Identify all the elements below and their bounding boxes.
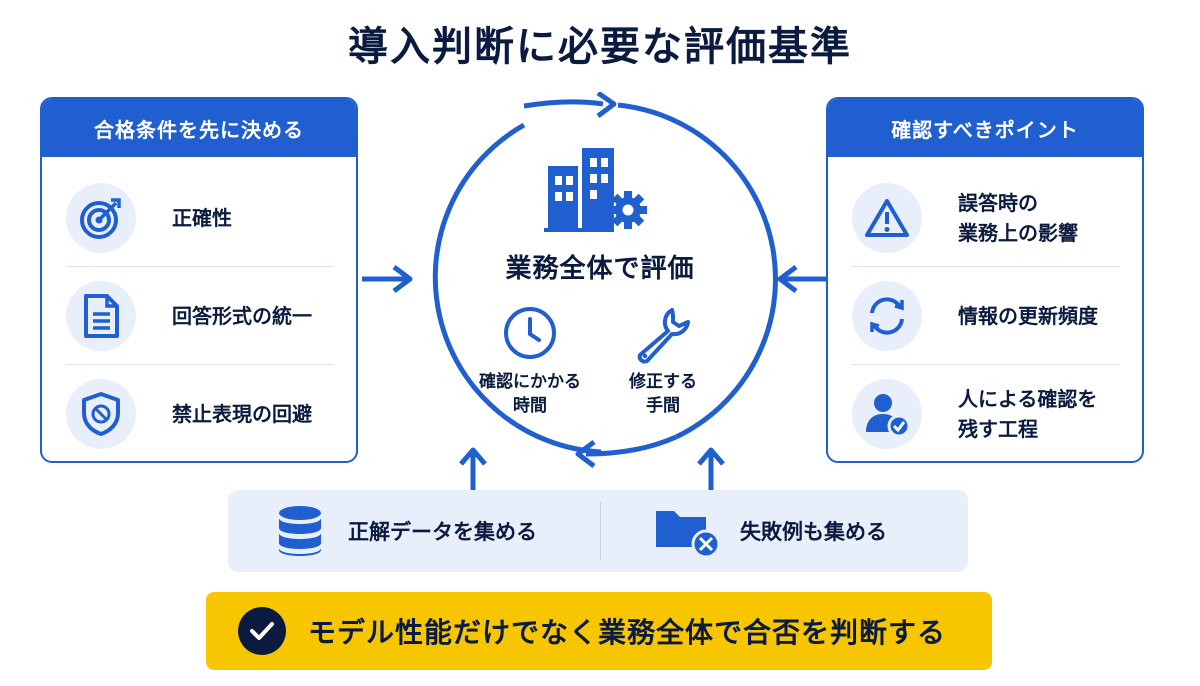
arrow-up-icon: [459, 447, 487, 490]
cycle-arc-left: [432, 122, 602, 455]
checkpoint-item-impact: 誤答時の 業務上の影響: [852, 169, 1120, 267]
checkpoint-item-update: 情報の更新頻度: [852, 267, 1120, 365]
collect-correct-data-label: 正解データを集める: [348, 520, 537, 544]
criteria-panel-header: 合格条件を先に決める: [42, 99, 356, 157]
evaluation-cycle: [432, 92, 778, 468]
criteria-item-format: 回答形式の統一: [66, 267, 334, 365]
divider: [600, 502, 601, 560]
criteria-item-prohibited: 禁止表現の回避: [66, 365, 334, 461]
center-sub-time: 確認にかかる 時間: [479, 372, 581, 416]
cycle-arrowhead-bottom: [575, 440, 596, 468]
document-icon: [66, 281, 136, 351]
data-collection-bar: 正解データを集める 失敗例も集める: [228, 490, 968, 572]
checkpoint-item-label: 情報の更新頻度: [958, 304, 1098, 328]
check-circle-icon: [238, 607, 286, 655]
divider: [852, 266, 1120, 267]
criteria-item-label: 回答形式の統一: [172, 304, 312, 328]
page-title: 導入判断に必要な評価基準: [348, 24, 852, 70]
clock-icon: [504, 307, 556, 359]
target-icon: [66, 183, 136, 253]
folder-x-icon: [656, 511, 720, 559]
arrow-right-icon: [362, 265, 413, 293]
conclusion-label: モデル性能だけでなく業務全体で合否を判断する: [308, 616, 947, 649]
checkpoints-panel-header: 確認すべきポイント: [828, 99, 1142, 157]
refresh-icon: [852, 281, 922, 351]
building-gear-icon: [544, 148, 647, 232]
checkpoint-item-human-review: 人による確認を 残す工程: [852, 365, 1120, 461]
criteria-panel: 合格条件を先に決める 正確性 回答形式の統一: [40, 97, 358, 463]
cycle-arc-right: [617, 102, 778, 440]
center-title: 業務全体で評価: [505, 254, 695, 284]
checkpoint-item-label: 人による確認を 残す工程: [958, 387, 1098, 441]
divider: [66, 364, 334, 365]
divider: [852, 364, 1120, 365]
arrow-up-icon: [697, 447, 725, 490]
cycle-arrowhead-top: [596, 92, 617, 118]
wrench-icon: [637, 308, 690, 364]
collect-correct-data: 正解データを集める: [276, 490, 537, 572]
arrow-left-icon: [777, 265, 826, 293]
divider: [66, 266, 334, 267]
center-sub-effort: 修正する 手間: [629, 372, 697, 416]
checkpoints-panel: 確認すべきポイント 誤答時の 業務上の影響 情報の更新頻度: [826, 97, 1144, 463]
warning-icon: [852, 183, 922, 253]
user-check-icon: [852, 379, 922, 449]
collect-failure-cases: 失敗例も集める: [654, 490, 887, 572]
database-icon: [279, 506, 321, 556]
conclusion-banner: モデル性能だけでなく業務全体で合否を判断する: [206, 592, 992, 670]
criteria-item-label: 禁止表現の回避: [172, 402, 312, 426]
checkpoint-item-label: 誤答時の 業務上の影響: [958, 191, 1078, 245]
criteria-item-label: 正確性: [172, 206, 232, 230]
criteria-item-accuracy: 正確性: [66, 169, 334, 267]
collect-failure-cases-label: 失敗例も集める: [740, 520, 887, 544]
shield-icon: [66, 379, 136, 449]
